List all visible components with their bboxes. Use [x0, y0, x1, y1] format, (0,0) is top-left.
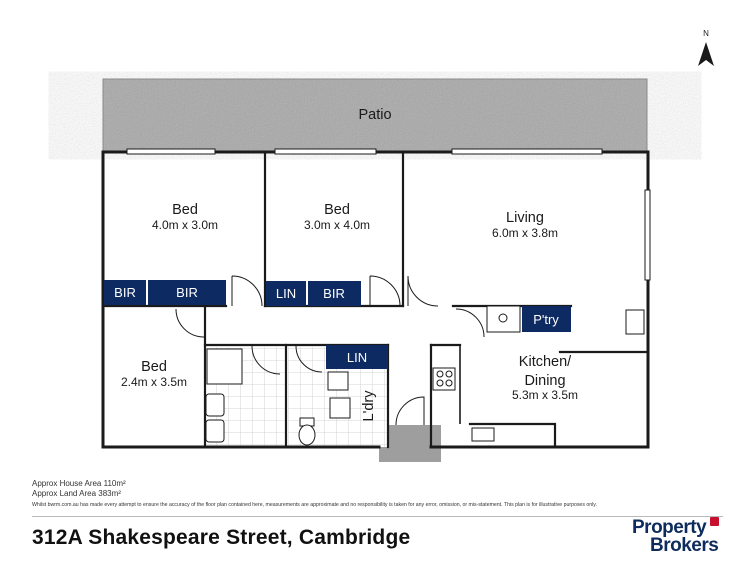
pantry-tag: P'try — [533, 312, 559, 327]
patio-area — [102, 78, 648, 153]
property-address: 312A Shakespeare Street, Cambridge — [32, 526, 411, 549]
bed1-label: Bed — [172, 202, 198, 218]
tub-icon — [327, 371, 349, 391]
shower-icon — [206, 348, 243, 385]
area-summary: Approx House Area 110m² Approx Land Area… — [32, 479, 126, 499]
windows — [126, 148, 651, 281]
land-area: Approx Land Area 383m² — [32, 489, 121, 498]
basin-icon — [205, 419, 225, 443]
north-label: N — [703, 29, 709, 38]
fridge-icon — [625, 309, 645, 335]
bed2-label: Bed — [324, 202, 350, 218]
bir-tag-3: BIR — [323, 286, 345, 301]
disclaimer: Whilst bwrm.com.au has made every attemp… — [32, 502, 597, 508]
kitchen-sink-icon — [471, 427, 495, 442]
kitchen-size: 5.3m x 3.5m — [512, 388, 578, 402]
patio-label: Patio — [358, 107, 391, 123]
basin-icon — [205, 393, 225, 417]
north-arrow-icon — [698, 42, 714, 66]
bed1-size: 4.0m x 3.0m — [152, 218, 218, 232]
bed3-size: 2.4m x 3.5m — [121, 375, 187, 389]
kitchen-label-line2: Dining — [524, 373, 565, 389]
brand-line2: Brokers — [650, 535, 719, 556]
washer-icon — [329, 397, 351, 419]
floor-plan: N — [101, 29, 714, 462]
kitchen-label-line1: Kitchen/ — [519, 354, 572, 370]
house-area: Approx House Area 110m² — [32, 479, 126, 488]
divider — [32, 516, 723, 517]
bir-tag-2: BIR — [176, 285, 198, 300]
brand-mark-icon — [710, 517, 719, 526]
bed3-label: Bed — [141, 359, 167, 375]
brand-logo: Property Brokers — [632, 517, 727, 561]
cooktop-icon — [432, 367, 456, 391]
living-size: 6.0m x 3.8m — [492, 226, 558, 240]
living-label: Living — [506, 210, 544, 226]
storage-tags — [104, 280, 571, 369]
lin-tag-1: LIN — [276, 286, 296, 301]
bed2-size: 3.0m x 4.0m — [304, 218, 370, 232]
fixtures — [205, 305, 645, 446]
door-swings — [175, 275, 485, 426]
lin-tag-2: LIN — [347, 350, 367, 365]
brand-line1: Property — [632, 517, 707, 538]
bir-tag-1: BIR — [114, 285, 136, 300]
laundry-label: L'dry — [361, 390, 377, 422]
toilet-icon — [298, 424, 316, 446]
